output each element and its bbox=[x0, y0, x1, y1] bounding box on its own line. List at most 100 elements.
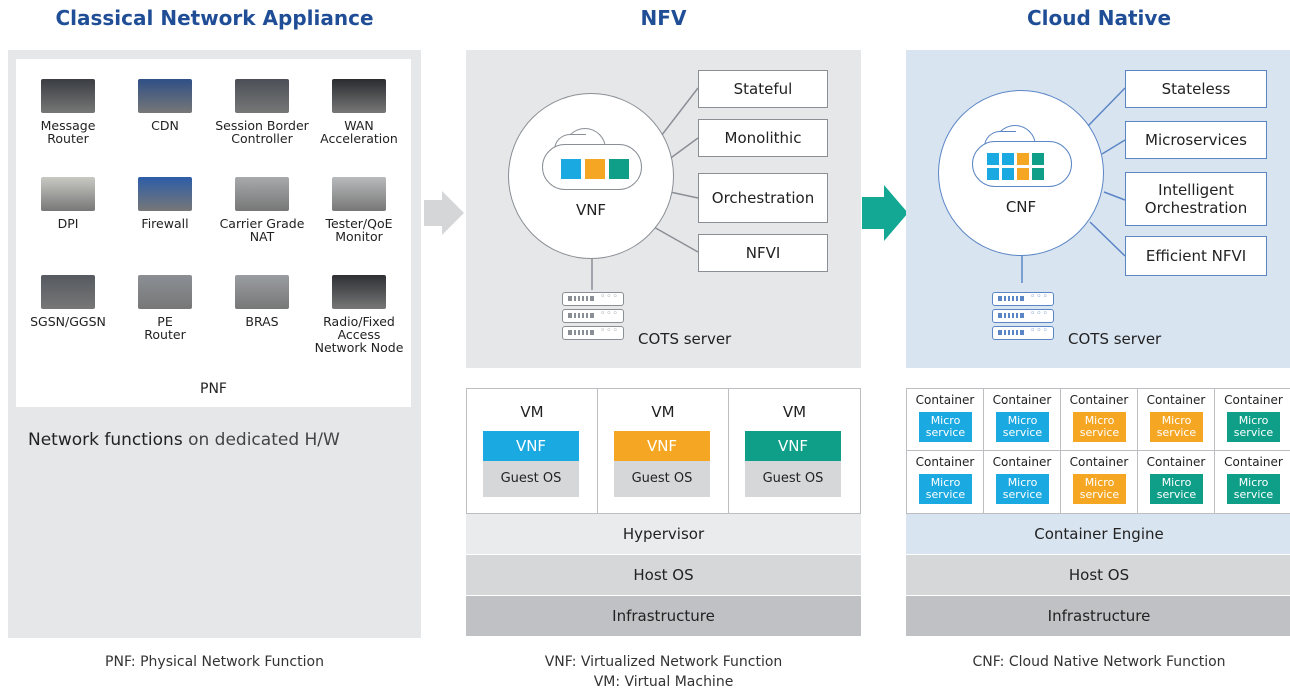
device-6: Carrier Grade NAT bbox=[214, 177, 310, 243]
footnote-vm: VM: Virtual Machine bbox=[593, 674, 734, 690]
gray-arrow-icon bbox=[424, 191, 464, 235]
cnf-circle: CNF bbox=[938, 90, 1104, 256]
classical-title: Classical Network Appliance bbox=[55, 6, 374, 30]
container-title: Container bbox=[1146, 393, 1206, 407]
cn-infrastructure-layer: Infrastructure bbox=[906, 596, 1290, 636]
footnote-vnf: VNF: Virtualized Network Function bbox=[544, 654, 783, 670]
container-title: Container bbox=[992, 393, 1052, 407]
container-title: Container bbox=[915, 393, 975, 407]
dpi-icon bbox=[41, 177, 95, 211]
device-label: Radio/Fixed Access Network Node bbox=[314, 314, 404, 355]
microservice-box: Micro service bbox=[919, 474, 972, 504]
guest-os-bar: Guest OS bbox=[483, 461, 579, 497]
device-0: Message Router bbox=[20, 79, 116, 145]
cots-server-icon bbox=[562, 292, 624, 342]
vm-title: VM bbox=[782, 403, 807, 421]
cnf-block bbox=[1017, 168, 1029, 180]
nfv-infrastructure-layer: Infrastructure bbox=[466, 596, 861, 636]
device-label: Firewall bbox=[141, 216, 189, 231]
nfv-title: NFV bbox=[640, 6, 687, 30]
device-label: SGSN/GGSN bbox=[30, 314, 106, 329]
microservice-box: Micro service bbox=[1073, 412, 1126, 442]
container-title: Container bbox=[1146, 455, 1206, 469]
feature-efficient-nfvi: Efficient NFVI bbox=[1125, 236, 1267, 276]
nfv-server-label: COTS server bbox=[638, 330, 732, 348]
bras-icon bbox=[235, 275, 289, 309]
firewall-icon bbox=[138, 177, 192, 211]
feature-orchestration: Orchestration bbox=[698, 173, 828, 223]
device-8: SGSN/GGSN bbox=[20, 275, 116, 328]
caption-rest: on dedicated H/W bbox=[182, 430, 340, 450]
device-3: WAN Acceleration bbox=[311, 79, 407, 145]
container-engine-layer: Container Engine bbox=[906, 514, 1290, 554]
vnf-bar: VNF bbox=[614, 431, 710, 461]
microservice-box: Micro service bbox=[1227, 474, 1280, 504]
cnf-block bbox=[1032, 168, 1044, 180]
nfv-top-panel: VNF Stateful Monolithic Orchestration NF… bbox=[466, 50, 861, 368]
vnf-bar: VNF bbox=[483, 431, 579, 461]
teal-arrow-icon bbox=[862, 185, 908, 241]
device-label: WAN Acceleration bbox=[320, 118, 398, 146]
message-router-icon bbox=[41, 79, 95, 113]
device-label: CDN bbox=[151, 118, 179, 133]
container-title: Container bbox=[1224, 393, 1283, 407]
device-label: PE Router bbox=[144, 314, 186, 342]
cnf-block bbox=[1002, 168, 1014, 180]
carrier-grade-nat-icon bbox=[235, 177, 289, 211]
feature-nfvi: NFVI bbox=[698, 234, 828, 272]
sgsn-ggsn-icon bbox=[41, 275, 95, 309]
feature-stateful: Stateful bbox=[698, 70, 828, 108]
wan-acceleration-icon bbox=[332, 79, 386, 113]
cnf-block bbox=[1002, 153, 1014, 165]
device-label: Session Border Controller bbox=[215, 118, 309, 146]
nfv-host-os-layer: Host OS bbox=[466, 555, 861, 595]
guest-os-bar: Guest OS bbox=[745, 461, 841, 497]
feature-microservices: Microservices bbox=[1125, 121, 1267, 159]
microservice-box: Micro service bbox=[996, 474, 1049, 504]
microservice-box: Micro service bbox=[1227, 412, 1280, 442]
session-border-controller-icon bbox=[235, 79, 289, 113]
container-title: Container bbox=[1224, 455, 1283, 469]
device-2: Session Border Controller bbox=[214, 79, 310, 145]
cnf-circle-label: CNF bbox=[1005, 198, 1037, 216]
cloud-native-title: Cloud Native bbox=[1026, 6, 1172, 30]
vm-title: VM bbox=[651, 403, 675, 421]
vnf-bar: VNF bbox=[745, 431, 841, 461]
vnf-block-orange bbox=[585, 159, 605, 179]
device-4: DPI bbox=[20, 177, 116, 230]
cloud-native-top-panel: CNF Stateless Microservices Intelligent … bbox=[906, 50, 1290, 368]
container-title: Container bbox=[992, 455, 1052, 469]
cots-server-icon bbox=[992, 292, 1054, 342]
microservice-box: Micro service bbox=[1150, 474, 1203, 504]
cn-connectors bbox=[1021, 87, 1126, 283]
device-1: CDN bbox=[117, 79, 213, 132]
cnf-block bbox=[1032, 153, 1044, 165]
footnote-cnf: CNF: Cloud Native Network Function bbox=[972, 654, 1226, 670]
feature-stateless: Stateless bbox=[1125, 70, 1267, 108]
microservice-box: Micro service bbox=[996, 412, 1049, 442]
nfv-connectors bbox=[591, 87, 699, 290]
tester-qoe-monitor-icon bbox=[332, 177, 386, 211]
vnf-block-blue bbox=[561, 159, 581, 179]
pnf-label: PNF bbox=[200, 381, 227, 397]
vm-title: VM bbox=[520, 403, 544, 421]
container-title: Container bbox=[1069, 393, 1129, 407]
device-label: DPI bbox=[57, 216, 79, 231]
device-11: Radio/Fixed Access Network Node bbox=[311, 275, 407, 354]
hypervisor-layer: Hypervisor bbox=[466, 514, 861, 554]
